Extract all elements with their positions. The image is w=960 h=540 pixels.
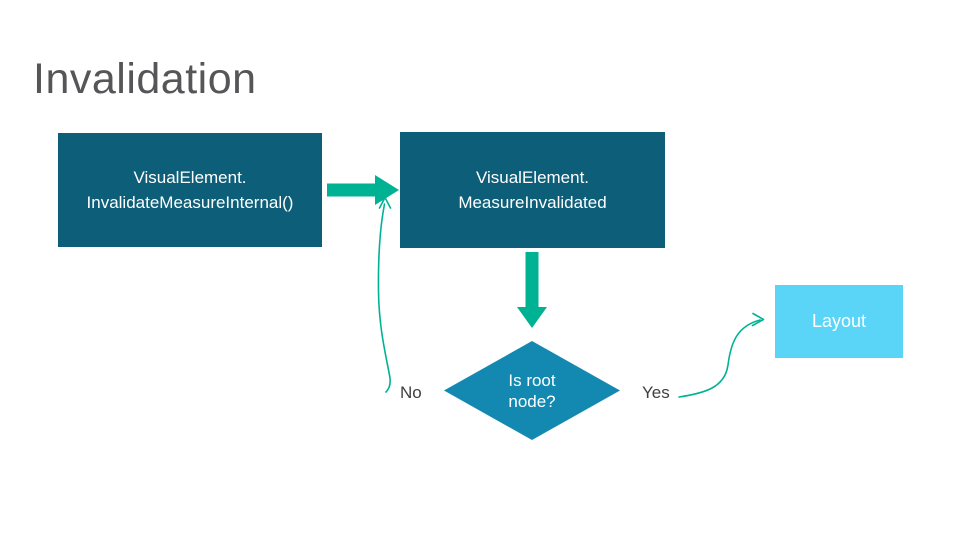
decision-text-line: Is root xyxy=(508,370,556,390)
branch-label-yes: Yes xyxy=(642,383,670,402)
terminal-box-label: Layout xyxy=(811,311,867,331)
arrow-right-icon xyxy=(327,175,399,205)
flow-box-invalidate-measure-internal: VisualElement. InvalidateMeasureInternal… xyxy=(58,133,322,247)
flow-box-text-line: InvalidateMeasureInternal() xyxy=(86,193,294,212)
flow-box-text-line: VisualElement. xyxy=(475,168,590,187)
slide-title: Invalidation xyxy=(33,54,257,103)
arrow-down-icon xyxy=(517,252,547,328)
flow-box-measure-invalidated: VisualElement. MeasureInvalidated xyxy=(400,132,665,248)
terminal-box-layout: Layout xyxy=(775,285,903,358)
connector-no-arrowhead-icon xyxy=(378,196,392,209)
connector-yes-arrowhead-icon xyxy=(751,312,765,327)
flow-box-text-line: MeasureInvalidated xyxy=(458,193,607,212)
connector-yes-curve xyxy=(678,319,761,398)
flow-box-text-line: VisualElement. xyxy=(133,168,247,187)
connector-no-curve xyxy=(377,203,391,393)
decision-diamond-is-root-node: Is root node? xyxy=(444,341,620,440)
decision-text-line: node? xyxy=(508,391,556,411)
branch-label-no: No xyxy=(400,383,422,402)
